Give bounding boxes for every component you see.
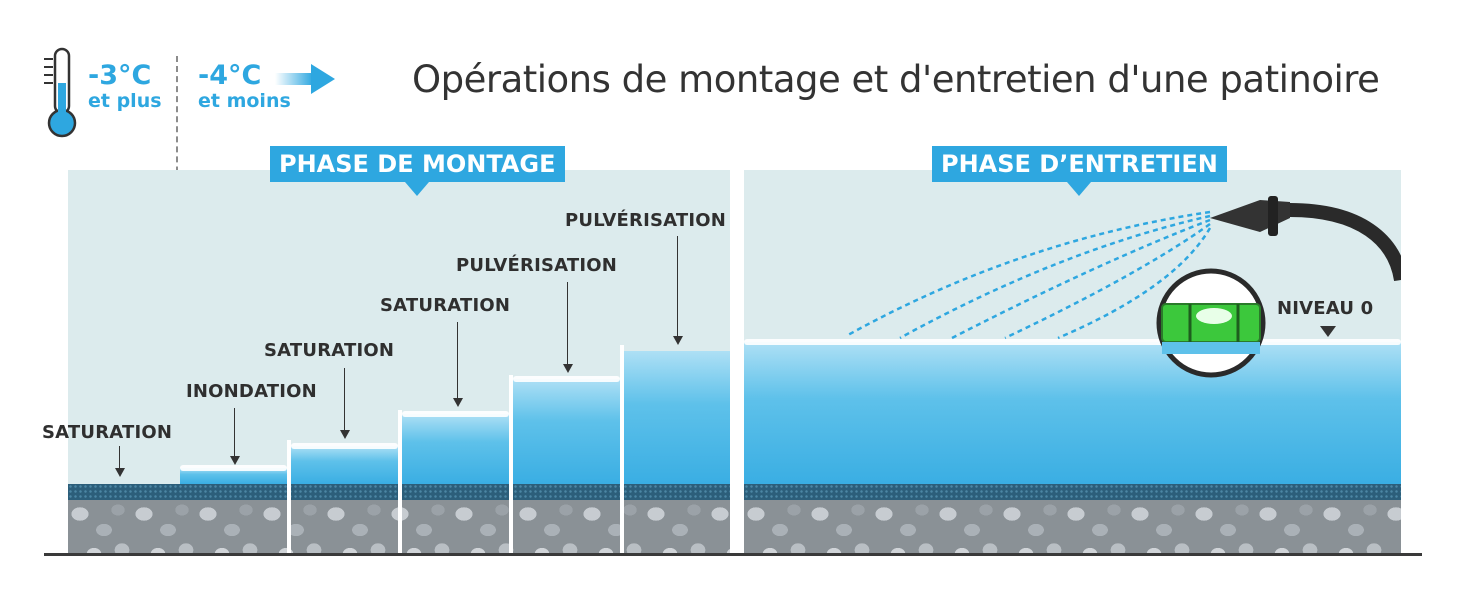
step-arrow bbox=[344, 368, 345, 430]
step-arrow-head bbox=[230, 456, 240, 465]
temp-warm-value: -3°C bbox=[88, 60, 152, 91]
column-divider bbox=[287, 440, 291, 554]
step-label: SATURATION bbox=[380, 295, 511, 316]
arrow-right-icon bbox=[275, 64, 335, 94]
phase-entretien-badge: PHASE D’ENTRETIEN bbox=[932, 146, 1227, 196]
spirit-level-icon bbox=[1156, 268, 1266, 378]
temp-warm: -3°C et plus bbox=[88, 62, 162, 111]
gravel-bed bbox=[744, 500, 1401, 554]
column-divider bbox=[509, 375, 513, 554]
step-arrow-head bbox=[115, 468, 125, 477]
ice-layer-pulverisation bbox=[513, 376, 620, 484]
temp-cold-label: et moins bbox=[198, 90, 291, 112]
ice-layer-pulverisation bbox=[624, 351, 730, 484]
step-label: SATURATION bbox=[264, 340, 395, 361]
step-arrow bbox=[567, 282, 568, 364]
step-arrow-head bbox=[340, 430, 350, 439]
step-label: PULVÉRISATION bbox=[456, 255, 618, 276]
page-title: Opérations de montage et d'entretien d'u… bbox=[412, 58, 1380, 101]
step-arrow-head bbox=[563, 364, 573, 373]
ice-layer-inondation bbox=[180, 465, 287, 484]
ground-line bbox=[44, 553, 1422, 556]
temp-cold-value: -4°C bbox=[198, 60, 262, 91]
step-arrow bbox=[119, 446, 120, 468]
step-arrow bbox=[677, 236, 678, 336]
step-arrow bbox=[234, 408, 235, 456]
level-label: NIVEAU 0 bbox=[1277, 298, 1374, 319]
column-divider bbox=[620, 345, 624, 554]
gravel-top-layer bbox=[744, 484, 1401, 502]
ice-layer-saturation bbox=[402, 411, 509, 484]
step-arrow-head bbox=[673, 336, 683, 345]
water-hose-icon bbox=[1289, 203, 1401, 282]
ice-layer-saturation bbox=[291, 443, 398, 484]
step-label: PULVÉRISATION bbox=[565, 210, 727, 231]
ice-layer-maintained bbox=[744, 339, 1401, 484]
step-arrow-head bbox=[453, 398, 463, 407]
water-spray bbox=[847, 196, 1401, 340]
phase-montage-badge: PHASE DE MONTAGE bbox=[270, 146, 565, 196]
temp-cold: -4°C et moins bbox=[198, 62, 291, 111]
thermometer-icon bbox=[44, 47, 77, 138]
level-marker bbox=[1320, 326, 1336, 337]
step-label: SATURATION bbox=[42, 422, 173, 443]
step-label: INONDATION bbox=[186, 381, 317, 402]
step-arrow bbox=[457, 322, 458, 398]
column-divider bbox=[398, 410, 402, 554]
temp-warm-label: et plus bbox=[88, 90, 162, 112]
